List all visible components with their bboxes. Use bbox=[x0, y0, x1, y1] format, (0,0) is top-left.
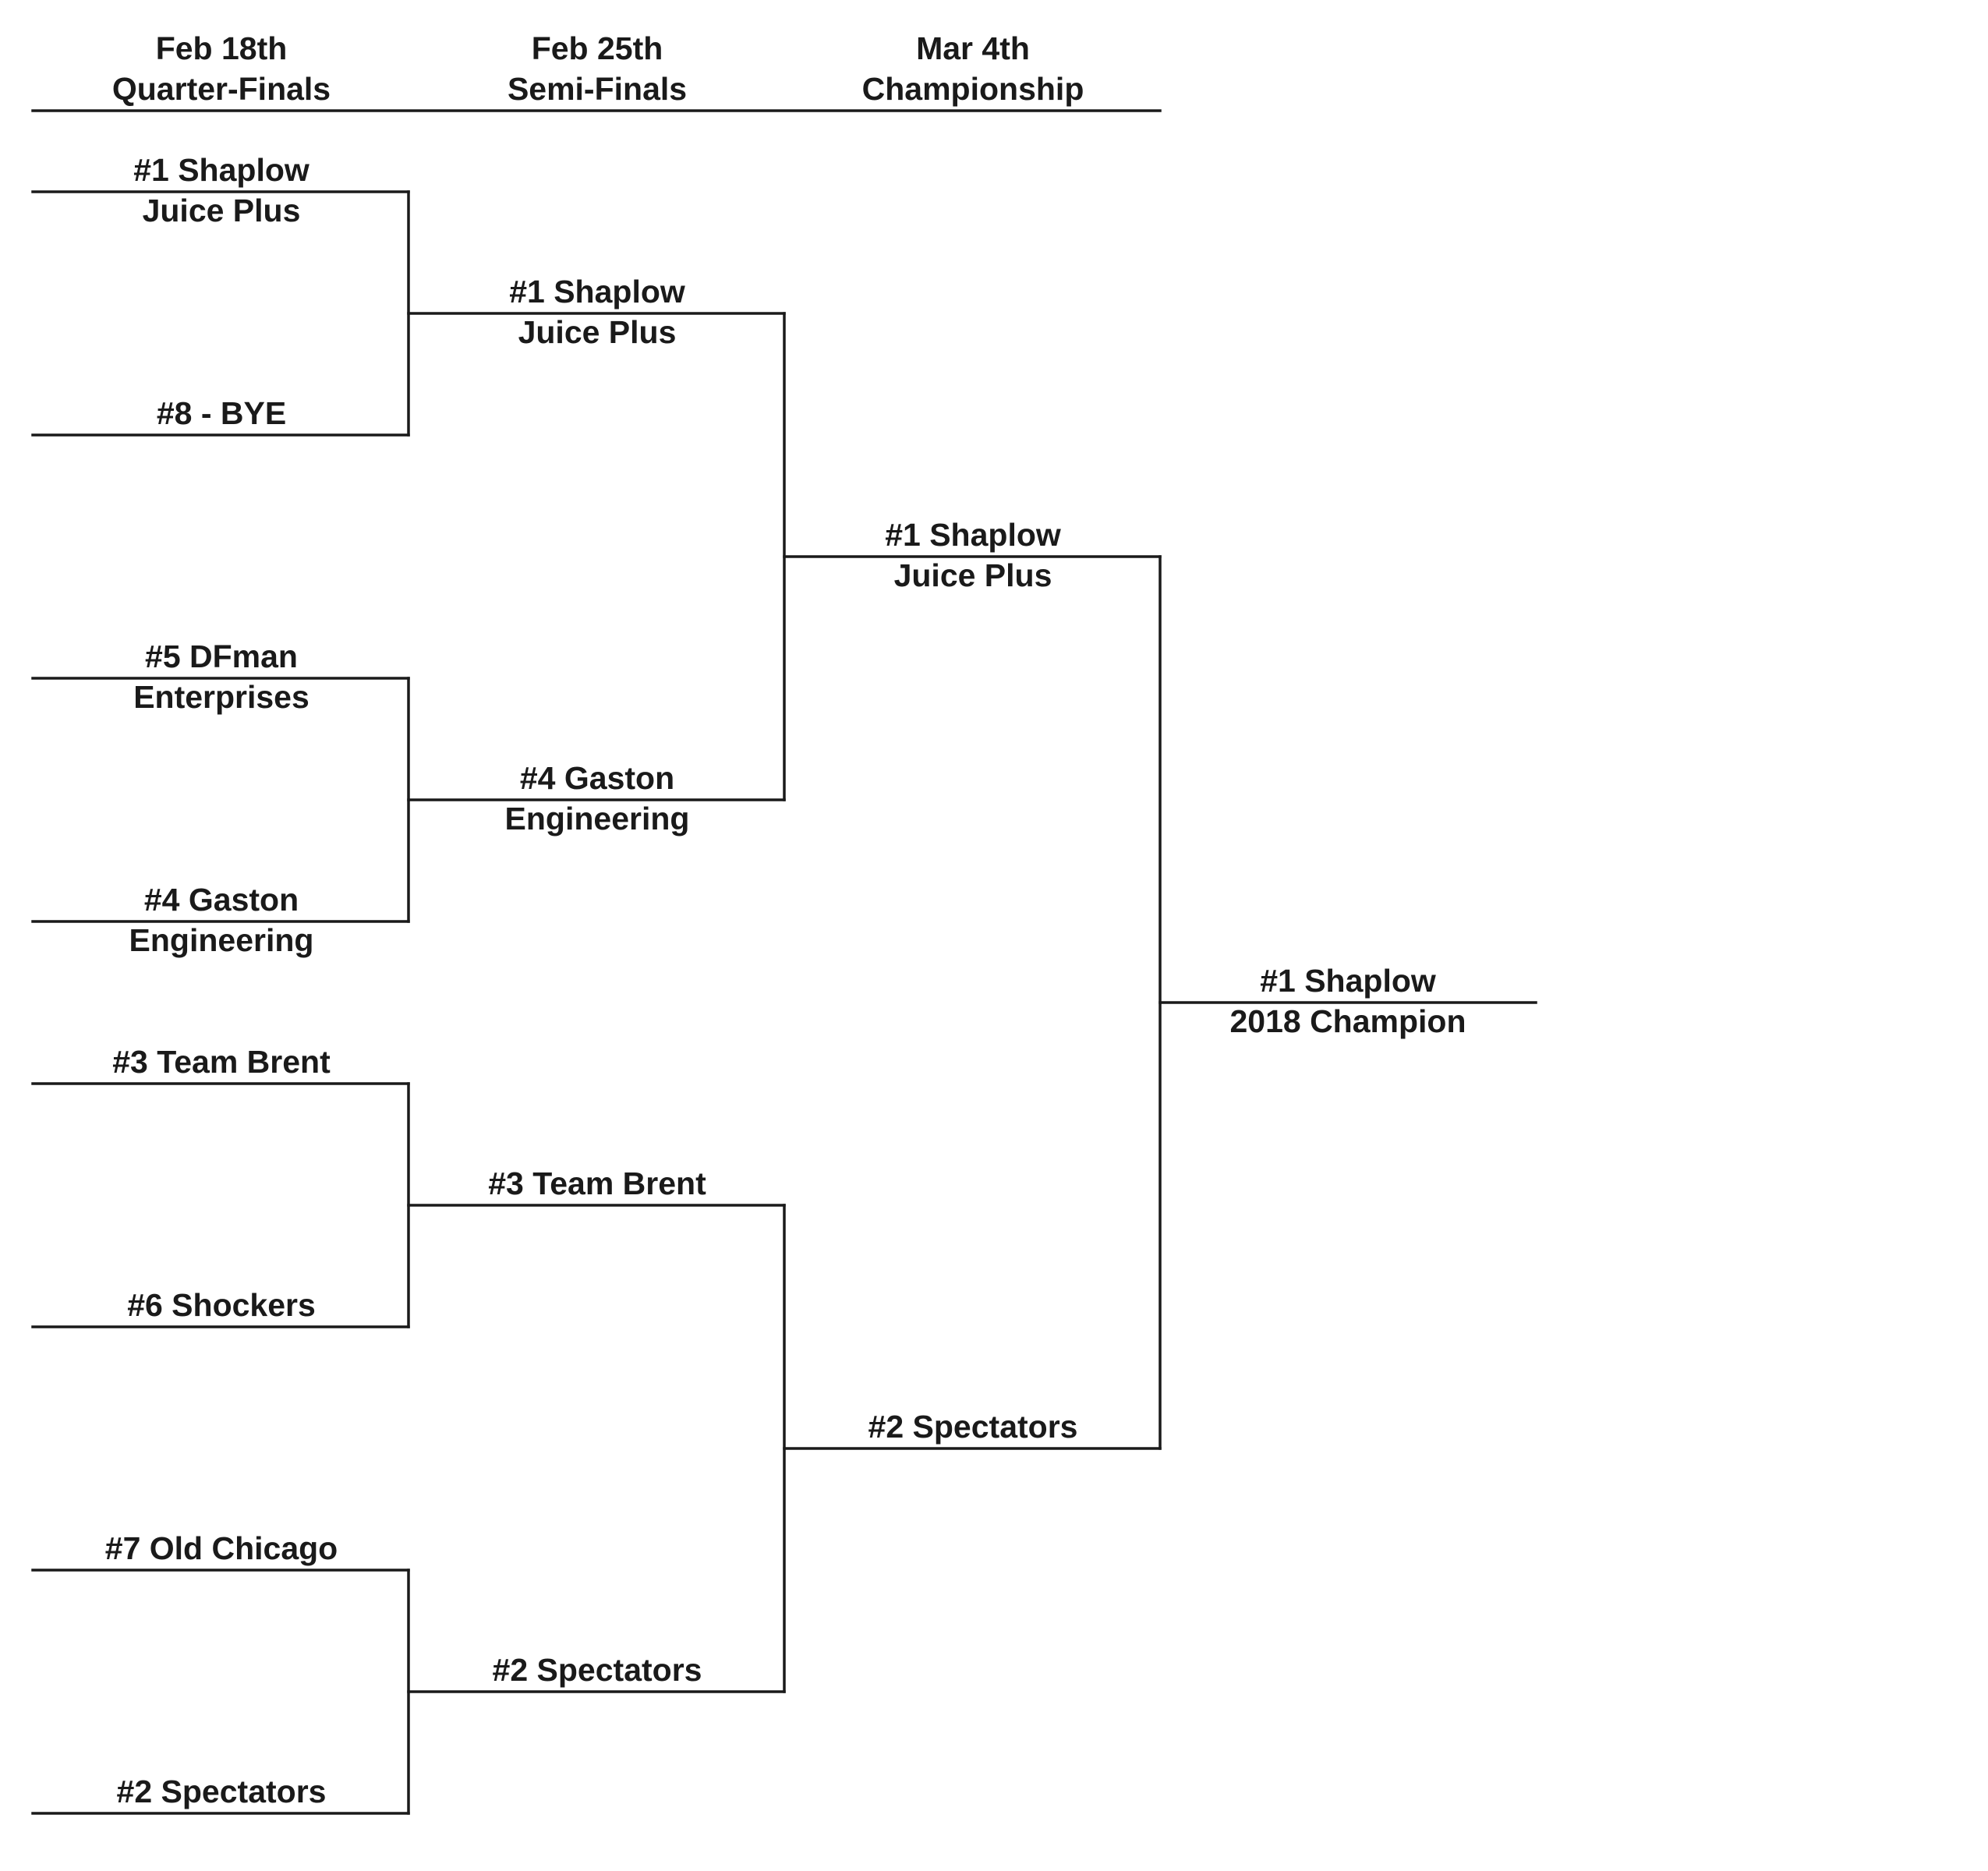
round-3-date: Mar 4th bbox=[916, 30, 1030, 66]
sf-slot-2-team: #4 Gaston bbox=[520, 760, 674, 796]
qf-slot-5-team: #3 Team Brent bbox=[112, 1044, 331, 1080]
sf-slot-4-team: #2 Spectators bbox=[493, 1652, 702, 1688]
final-slot-1-team-sub: Juice Plus bbox=[894, 557, 1052, 593]
round-2-name: Semi-Finals bbox=[508, 71, 687, 107]
round-3-name: Championship bbox=[862, 71, 1084, 107]
championship-slots: #1 Shaplow Juice Plus #2 Spectators bbox=[783, 517, 1162, 1450]
round-1-date: Feb 18th bbox=[156, 30, 288, 66]
champion-team: #1 Shaplow bbox=[1260, 963, 1436, 999]
qf-slot-4-team: #4 Gaston bbox=[144, 882, 299, 918]
semifinal-slots: #1 Shaplow Juice Plus #4 Gaston Engineer… bbox=[407, 274, 786, 1693]
qf-slot-6-team: #6 Shockers bbox=[127, 1287, 316, 1323]
qf-slot-3-team-sub: Enterprises bbox=[133, 679, 310, 715]
final-slot-2-team: #2 Spectators bbox=[868, 1409, 1078, 1445]
qf-slot-4-team-sub: Engineering bbox=[129, 922, 314, 958]
qf-slot-1-team-sub: Juice Plus bbox=[143, 193, 301, 228]
qf-slot-1-team: #1 Shaplow bbox=[133, 152, 310, 188]
final-slot-1-team: #1 Shaplow bbox=[885, 517, 1061, 553]
sf-slot-1-team-sub: Juice Plus bbox=[518, 314, 677, 350]
qf-slot-3-team: #5 DFman bbox=[145, 638, 298, 674]
round-2-date: Feb 25th bbox=[532, 30, 663, 66]
qf-slot-7-team: #7 Old Chicago bbox=[105, 1530, 338, 1566]
sf-slot-3-team: #3 Team Brent bbox=[488, 1165, 706, 1201]
qf-slot-2-team: #8 - BYE bbox=[157, 395, 286, 431]
champion-slot: #1 Shaplow 2018 Champion bbox=[1158, 963, 1537, 1039]
round-1-name: Quarter-Finals bbox=[112, 71, 331, 107]
sf-slot-1-team: #1 Shaplow bbox=[509, 274, 685, 309]
sf-slot-2-team-sub: Engineering bbox=[505, 801, 690, 836]
quarterfinal-slots: #1 Shaplow Juice Plus #8 - BYE #5 DFman … bbox=[31, 152, 410, 1815]
qf-slot-8-team: #2 Spectators bbox=[117, 1774, 327, 1809]
round-headers: Feb 18th Quarter-Finals Feb 25th Semi-Fi… bbox=[31, 30, 1162, 112]
champion-title: 2018 Champion bbox=[1229, 1003, 1466, 1039]
